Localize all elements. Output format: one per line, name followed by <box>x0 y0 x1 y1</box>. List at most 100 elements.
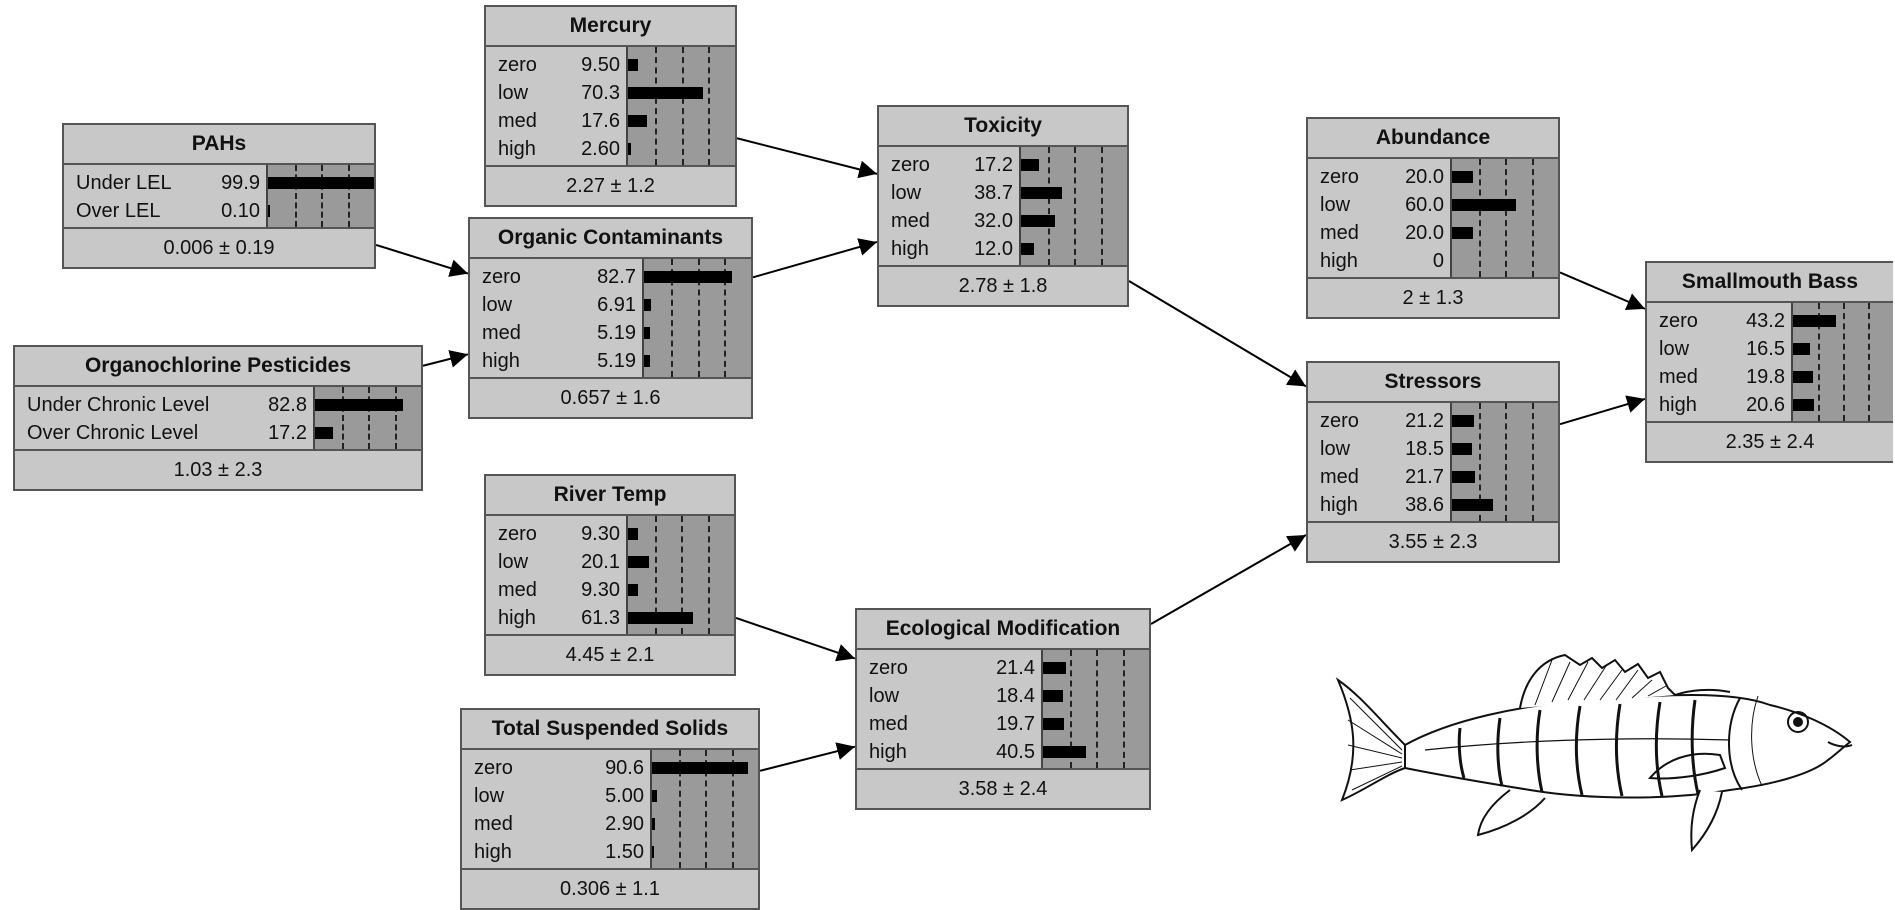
state-value: 21.4 <box>996 657 1035 679</box>
state-value: 9.30 <box>581 579 620 601</box>
grid-line <box>681 516 683 634</box>
state-value: 70.3 <box>581 82 620 104</box>
probability-bar <box>315 427 333 439</box>
node-title: Organochlorine Pesticides <box>15 347 421 387</box>
node-summary: 2 ± 1.3 <box>1402 287 1464 309</box>
state-name: zero <box>474 757 513 779</box>
state-value: 82.7 <box>597 266 636 288</box>
grid-line <box>1868 303 1870 421</box>
state-name: med <box>1659 366 1698 388</box>
grid-line <box>732 750 734 868</box>
probability-bar <box>644 355 650 367</box>
state-name: med <box>869 713 908 735</box>
probability-bar <box>652 790 657 802</box>
grid-line <box>708 516 710 634</box>
state-value: 16.5 <box>1746 338 1785 360</box>
state-name: low <box>498 551 529 573</box>
state-name: Over LEL <box>76 200 161 222</box>
probability-bar <box>628 584 638 596</box>
probability-bar <box>628 528 638 540</box>
state-value: 60.0 <box>1405 194 1444 216</box>
probability-bar <box>1043 718 1064 730</box>
state-name: high <box>891 238 929 260</box>
state-name: high <box>1320 494 1358 516</box>
probability-bar <box>628 612 693 624</box>
probability-bar <box>1793 399 1814 411</box>
state-value: 90.6 <box>605 757 644 779</box>
state-name: med <box>482 322 521 344</box>
grid-line <box>1070 650 1072 768</box>
state-value: 61.3 <box>581 607 620 629</box>
node-summary: 3.55 ± 2.3 <box>1388 531 1478 553</box>
state-name: med <box>1320 466 1359 488</box>
probability-bar <box>1043 662 1066 674</box>
node-summary: 0.306 ± 1.1 <box>560 878 660 900</box>
probability-bar <box>1452 199 1516 211</box>
node-summary: 0.657 ± 1.6 <box>560 387 661 409</box>
probability-bar <box>268 205 270 217</box>
node-summary: 2.78 ± 1.8 <box>958 275 1048 297</box>
state-row: med 20.0 <box>1320 219 1444 247</box>
state-value: 19.7 <box>996 713 1035 735</box>
probability-bars <box>1450 159 1558 277</box>
state-name: med <box>1320 222 1359 244</box>
state-value: 20.0 <box>1405 222 1444 244</box>
probability-bar <box>315 399 403 411</box>
state-name: Over Chronic Level <box>27 422 199 444</box>
grid-line <box>705 750 707 868</box>
grid-line <box>348 165 350 227</box>
grid-line <box>1123 650 1125 768</box>
grid-line <box>1048 147 1050 265</box>
state-value: 38.6 <box>1405 494 1444 516</box>
state-value: 32.0 <box>974 210 1013 232</box>
node-title: Abundance <box>1308 119 1558 159</box>
node-title: Total Suspended Solids <box>462 710 758 750</box>
probability-bar <box>644 271 732 283</box>
state-name: zero <box>1320 410 1359 432</box>
state-name: low <box>869 685 900 707</box>
probability-bars <box>642 259 751 377</box>
grid-line <box>724 259 726 377</box>
grid-line <box>1818 303 1820 421</box>
node-organochlorine-pesticides[interactable]: Organochlorine Pesticides Under Chronic … <box>13 345 423 491</box>
state-value: 99.9 <box>221 172 260 194</box>
state-value: 38.7 <box>974 182 1013 204</box>
probability-bars <box>1019 147 1127 265</box>
link-toxicity-to-stressors <box>1128 280 1307 388</box>
link-pesticides-to-organic <box>422 350 469 368</box>
grid-line <box>1505 159 1507 277</box>
grid-line <box>321 165 323 227</box>
state-value: 17.2 <box>268 422 307 444</box>
state-name: high <box>498 138 536 160</box>
state-value: 20.0 <box>1405 166 1444 188</box>
state-name: Under LEL <box>76 172 172 194</box>
node-title: Mercury <box>486 7 735 47</box>
node-title: Smallmouth Bass <box>1647 263 1893 303</box>
state-value: 5.19 <box>597 350 636 372</box>
